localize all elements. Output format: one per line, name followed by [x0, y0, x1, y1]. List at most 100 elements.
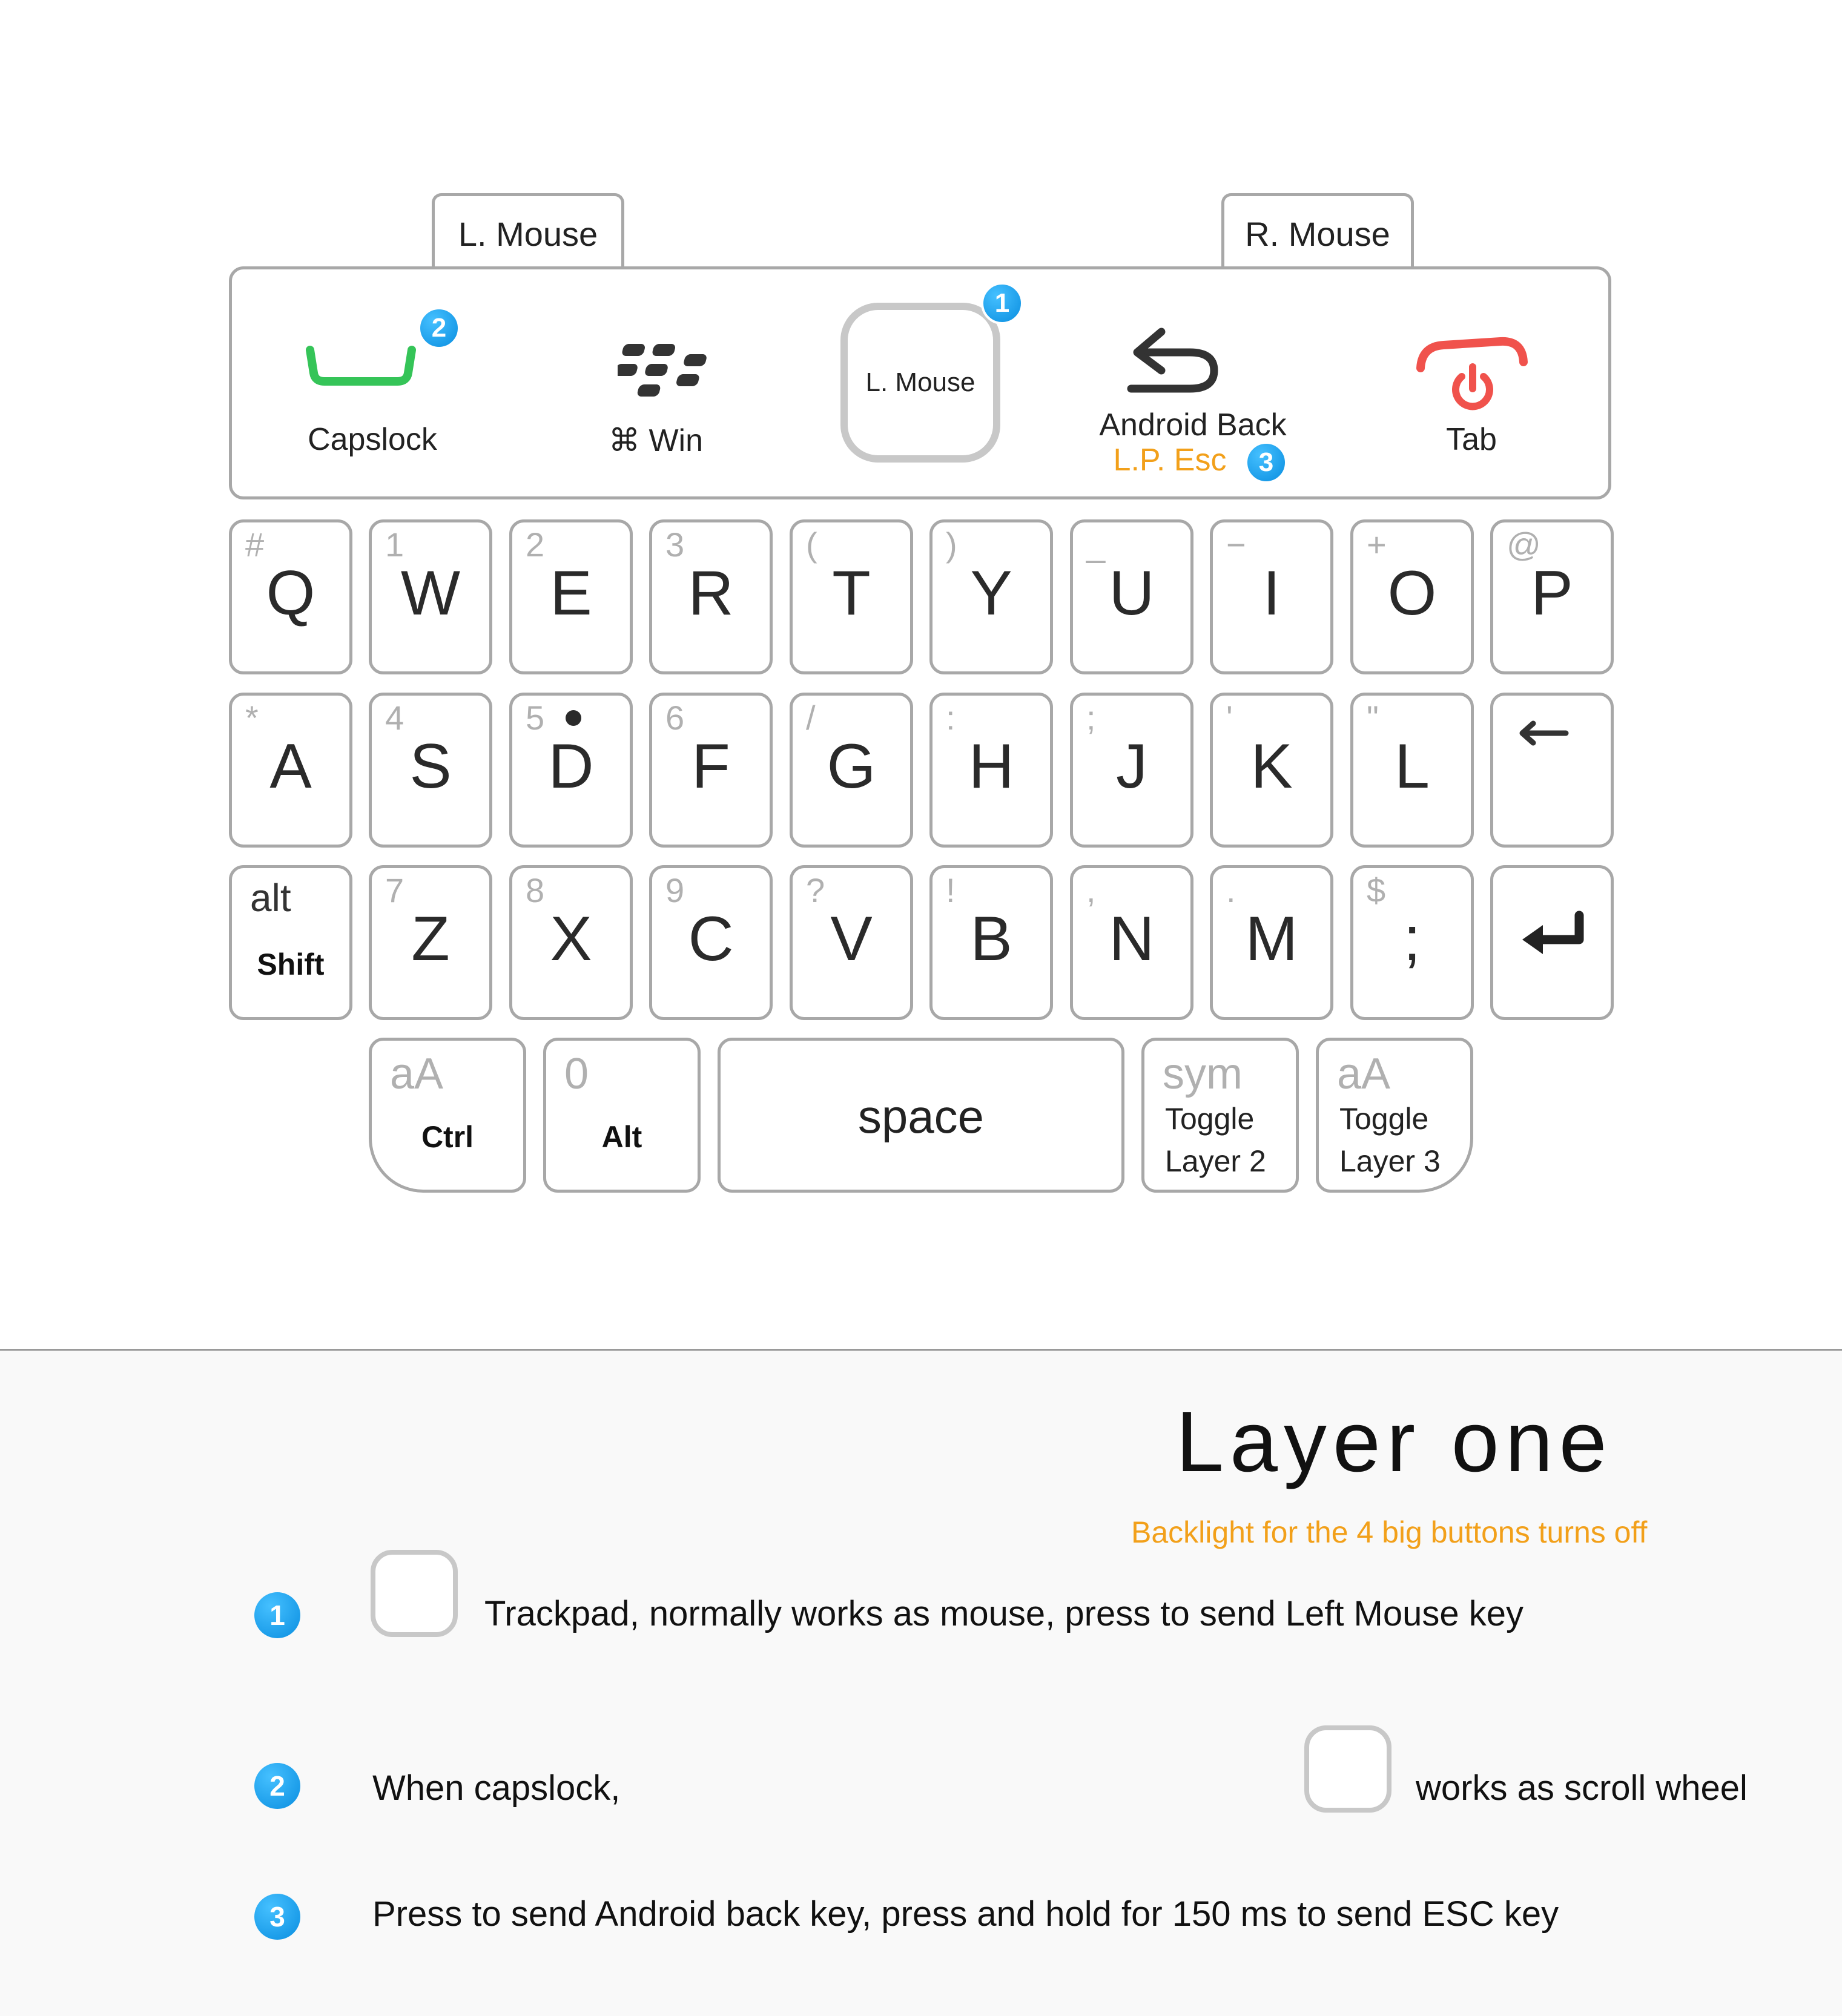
- key-alt[interactable]: 0 Alt: [543, 1038, 701, 1193]
- trackpad-label: L. Mouse: [865, 367, 975, 397]
- key-sym-secondary: sym: [1163, 1050, 1243, 1098]
- key-d-secondary: 5: [526, 699, 545, 737]
- key-j-secondary: ;: [1086, 699, 1096, 737]
- key-p-secondary: @: [1507, 525, 1541, 564]
- key-sym-toggle-layer-2[interactable]: sym Toggle Layer 2: [1141, 1038, 1299, 1193]
- key-m[interactable]: .M: [1210, 865, 1333, 1020]
- key-v-label: V: [830, 904, 873, 974]
- key-shift[interactable]: alt Shift: [229, 865, 352, 1020]
- key-m-secondary: .: [1226, 871, 1236, 909]
- badge-1: 1: [981, 282, 1023, 324]
- key-l-secondary: ": [1367, 699, 1379, 737]
- key-n[interactable]: ,N: [1070, 865, 1193, 1020]
- key-y-label: Y: [970, 558, 1012, 628]
- key-z-label: Z: [411, 904, 450, 974]
- key-c-label: C: [688, 904, 734, 974]
- key-c-secondary: 9: [665, 871, 685, 909]
- layer-title: Layer one: [1176, 1394, 1613, 1490]
- key-v[interactable]: ?V: [790, 865, 913, 1020]
- key-o-secondary: +: [1367, 525, 1387, 564]
- key-aa-toggle-layer-3[interactable]: aA Toggle Layer 3: [1316, 1038, 1473, 1193]
- key-t[interactable]: (T: [790, 519, 913, 674]
- green-call-icon[interactable]: [303, 344, 419, 390]
- key-space[interactable]: space: [718, 1038, 1124, 1193]
- key-i[interactable]: −I: [1210, 519, 1333, 674]
- key-g-secondary: /: [806, 699, 816, 737]
- key-ctrl[interactable]: aA Ctrl: [369, 1038, 526, 1193]
- key-l[interactable]: "L: [1350, 693, 1474, 848]
- key-e-label: E: [550, 558, 592, 628]
- key-b-label: B: [970, 904, 1012, 974]
- legend-badge-1: 1: [254, 1592, 300, 1638]
- key-enter[interactable]: [1490, 865, 1614, 1020]
- key-r-secondary: 3: [665, 525, 685, 564]
- red-power-icon[interactable]: [1415, 333, 1530, 412]
- key-a-label: A: [269, 731, 312, 802]
- key-p-label: P: [1531, 558, 1573, 628]
- win-label: ⌘ Win: [609, 423, 703, 458]
- key-t-secondary: (: [806, 525, 817, 564]
- key-q[interactable]: #Q: [229, 519, 352, 674]
- key-s-secondary: 4: [385, 699, 404, 737]
- key-a-secondary: *: [245, 699, 259, 737]
- key-a[interactable]: *A: [229, 693, 352, 848]
- badge-3: 3: [1245, 441, 1287, 484]
- key-o[interactable]: +O: [1350, 519, 1474, 674]
- legend-panel: [0, 1349, 1842, 2016]
- key-h-secondary: :: [946, 699, 956, 737]
- blackberry-logo-icon[interactable]: [618, 341, 712, 409]
- key-g[interactable]: /G: [790, 693, 913, 848]
- key-t-label: T: [832, 558, 871, 628]
- key-o-label: O: [1387, 558, 1437, 628]
- enter-arrow-icon: [1522, 911, 1584, 954]
- key-w-secondary: 1: [385, 525, 404, 564]
- right-mouse-tab-label: R. Mouse: [1245, 214, 1390, 253]
- tab-label: Tab: [1446, 422, 1497, 457]
- key-f-secondary: 6: [665, 699, 685, 737]
- key-aa-line2: Layer 3: [1339, 1144, 1441, 1178]
- home-row-dot-icon: [566, 710, 581, 726]
- key-space-label: space: [857, 1090, 985, 1143]
- legend-badge-3: 3: [254, 1894, 300, 1940]
- key-y-secondary: ): [946, 525, 957, 564]
- trackpad[interactable]: L. Mouse: [840, 303, 1000, 463]
- key-backspace[interactable]: [1490, 693, 1614, 848]
- key-m-label: M: [1245, 904, 1298, 974]
- key-aa-line1: Toggle: [1339, 1102, 1429, 1136]
- key-s-label: S: [409, 731, 452, 802]
- key-semicolon[interactable]: $;: [1350, 865, 1474, 1020]
- key-u[interactable]: _U: [1070, 519, 1193, 674]
- left-mouse-tab[interactable]: L. Mouse: [432, 193, 624, 268]
- back-arrow-icon[interactable]: [1126, 327, 1223, 394]
- key-b[interactable]: !B: [929, 865, 1053, 1020]
- key-w-label: W: [400, 558, 461, 628]
- key-i-secondary: −: [1226, 525, 1246, 564]
- long-press-esc-label: L.P. Esc: [1113, 443, 1227, 478]
- key-alt-label: Alt: [601, 1120, 642, 1154]
- key-u-label: U: [1109, 558, 1155, 628]
- right-mouse-tab[interactable]: R. Mouse: [1221, 193, 1414, 268]
- key-ctrl-label: Ctrl: [421, 1120, 474, 1154]
- key-sym-line1: Toggle: [1165, 1102, 1255, 1136]
- keyboard-diagram: L. Mouse R. Mouse 2 Capslock ⌘ Win L. Mo…: [229, 193, 1614, 1193]
- backspace-arrow-icon: [1519, 720, 1569, 746]
- key-p[interactable]: @P: [1490, 519, 1614, 674]
- key-v-secondary: ?: [806, 871, 825, 909]
- legend-text-3: Press to send Android back key, press an…: [372, 1894, 1559, 1934]
- key-h[interactable]: :H: [929, 693, 1053, 848]
- legend-badge-2: 2: [254, 1763, 300, 1809]
- key-k[interactable]: 'K: [1210, 693, 1333, 848]
- key-r-label: R: [688, 558, 734, 628]
- key-j[interactable]: ;J: [1070, 693, 1193, 848]
- capslock-label: Capslock: [308, 422, 437, 457]
- key-y[interactable]: )Y: [929, 519, 1053, 674]
